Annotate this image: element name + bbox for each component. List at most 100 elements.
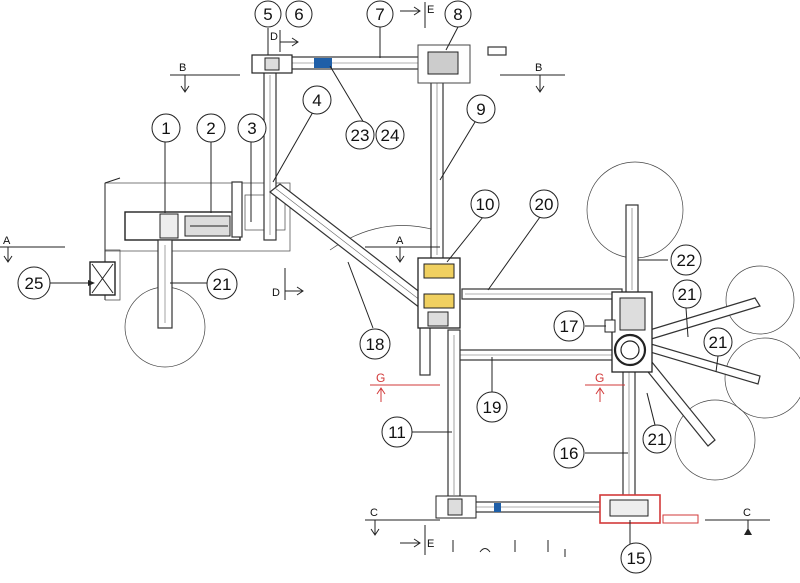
callout-22: 22 bbox=[670, 244, 702, 276]
callout-9-circle bbox=[466, 94, 496, 124]
callout-10-label: 10 bbox=[476, 195, 495, 214]
callout-1-label: 1 bbox=[161, 119, 170, 138]
callout-24: 24 bbox=[375, 120, 405, 150]
dimension-ticks bbox=[452, 540, 566, 557]
callout-21-right-2-label: 21 bbox=[709, 333, 728, 352]
stockpile-circle-right-2 bbox=[724, 337, 800, 419]
callout-4-label: 4 bbox=[312, 91, 321, 110]
callout-8-label: 8 bbox=[453, 5, 462, 24]
transfer-tower-10-base bbox=[427, 311, 449, 327]
callout-8-circle bbox=[444, 0, 472, 28]
leader-10 bbox=[446, 216, 484, 263]
callouts: 1 2 3 4 5 6 7 8 bbox=[17, 0, 733, 574]
callout-25: 25 bbox=[17, 266, 51, 300]
stockpile-circle-right-1 bbox=[725, 265, 795, 335]
crusher-hopper bbox=[159, 213, 179, 239]
section-a-right-label: A bbox=[396, 235, 404, 247]
section-g-right-label: G bbox=[595, 371, 604, 385]
leader-18 bbox=[347, 261, 374, 329]
callout-19-label: 19 bbox=[483, 398, 502, 417]
section-c-left-arrow bbox=[370, 520, 380, 536]
leader-21-right-1 bbox=[685, 307, 689, 338]
callout-3: 3 bbox=[237, 113, 267, 143]
callout-1-circle bbox=[151, 113, 181, 143]
callout-4: 4 bbox=[302, 85, 332, 115]
section-e-bottom-arrow bbox=[400, 538, 421, 548]
section-b-right-label: B bbox=[535, 62, 542, 74]
section-b-left-label: B bbox=[179, 62, 186, 74]
distribution-tower-17-core bbox=[619, 297, 646, 331]
callout-11-label: 11 bbox=[388, 423, 406, 442]
section-b-right-arrow bbox=[535, 75, 545, 93]
callout-17-label: 17 bbox=[560, 317, 579, 336]
callout-21-right-3-label: 21 bbox=[648, 430, 667, 449]
conveyor-21-radial-2 bbox=[649, 343, 761, 385]
callout-16-circle bbox=[553, 437, 585, 469]
callout-17: 17 bbox=[553, 310, 585, 342]
callout-21-left-label: 21 bbox=[213, 275, 232, 294]
callout-2: 2 bbox=[196, 113, 226, 143]
leader-21-right-3 bbox=[646, 392, 656, 426]
callout-16-label: 16 bbox=[560, 444, 579, 463]
section-b-left-arrow bbox=[180, 75, 190, 93]
callout-18-label: 18 bbox=[366, 335, 385, 354]
control-box-cross-2 bbox=[91, 263, 114, 294]
callout-21-left-circle bbox=[206, 268, 238, 300]
belt-scale-23 bbox=[314, 58, 332, 68]
callout-19: 19 bbox=[476, 391, 508, 423]
callout-20: 20 bbox=[529, 189, 559, 219]
section-a-right-arrow bbox=[395, 247, 405, 263]
callout-16: 16 bbox=[553, 437, 585, 469]
callout-9: 9 bbox=[466, 94, 496, 124]
callout-10: 10 bbox=[470, 189, 500, 219]
callout-21-right-2: 21 bbox=[703, 327, 733, 357]
stub-conveyor-bottom-right bbox=[662, 514, 699, 524]
section-c-left-label: C bbox=[370, 507, 378, 519]
conveyors bbox=[263, 46, 761, 524]
callout-21-right-3-circle bbox=[642, 424, 672, 454]
section-e-bottom-label: E bbox=[427, 538, 434, 550]
callout-21-right-1-circle bbox=[672, 279, 702, 309]
leader-23 bbox=[329, 65, 365, 124]
callout-1: 1 bbox=[151, 113, 181, 143]
leader-25-arrowhead bbox=[88, 280, 95, 286]
stub-conveyor-top-right bbox=[487, 46, 507, 56]
leader-9 bbox=[439, 121, 476, 181]
section-c-right-arrowhead bbox=[744, 528, 752, 535]
callout-3-circle bbox=[237, 113, 267, 143]
callout-18: 18 bbox=[359, 328, 391, 360]
callout-19-circle bbox=[476, 391, 508, 423]
section-g-right-arrow bbox=[595, 387, 605, 402]
section-markers: A A B B C C D D E E bbox=[0, 2, 770, 555]
stockpile-circle-bottom-right bbox=[674, 399, 756, 481]
callout-18-circle bbox=[359, 328, 391, 360]
callout-22-label: 22 bbox=[677, 251, 696, 270]
callout-6: 6 bbox=[285, 0, 313, 28]
callout-24-circle bbox=[375, 120, 405, 150]
callout-21-right-1-label: 21 bbox=[678, 285, 697, 304]
conveyor-21-radial-1 bbox=[642, 297, 761, 341]
section-e-top-label: E bbox=[427, 4, 434, 16]
callout-5-circle bbox=[254, 0, 282, 28]
callout-21-left: 21 bbox=[206, 268, 238, 300]
section-d-top-label: D bbox=[270, 31, 278, 43]
callout-11: 11 bbox=[381, 416, 413, 448]
transfer-tower-8-core bbox=[427, 51, 459, 75]
section-a-left-arrow bbox=[3, 247, 13, 263]
section-d-bottom-label: D bbox=[272, 287, 280, 299]
callout-7: 7 bbox=[366, 0, 394, 28]
callout-25-circle bbox=[17, 266, 51, 300]
feeder-conveyor bbox=[231, 181, 243, 238]
conveyor-18-centerline bbox=[274, 187, 426, 305]
callout-4-circle bbox=[302, 85, 332, 115]
leader-21-right-2 bbox=[715, 355, 719, 373]
section-g-left-arrow bbox=[376, 387, 386, 402]
leader-8 bbox=[445, 26, 459, 51]
callout-15: 15 bbox=[620, 542, 652, 574]
belt-scale-bottom bbox=[494, 503, 501, 512]
callout-11-circle bbox=[381, 416, 413, 448]
stub-conveyor-left bbox=[419, 324, 431, 376]
transfer-towers bbox=[251, 44, 661, 524]
callout-6-circle bbox=[285, 0, 313, 28]
